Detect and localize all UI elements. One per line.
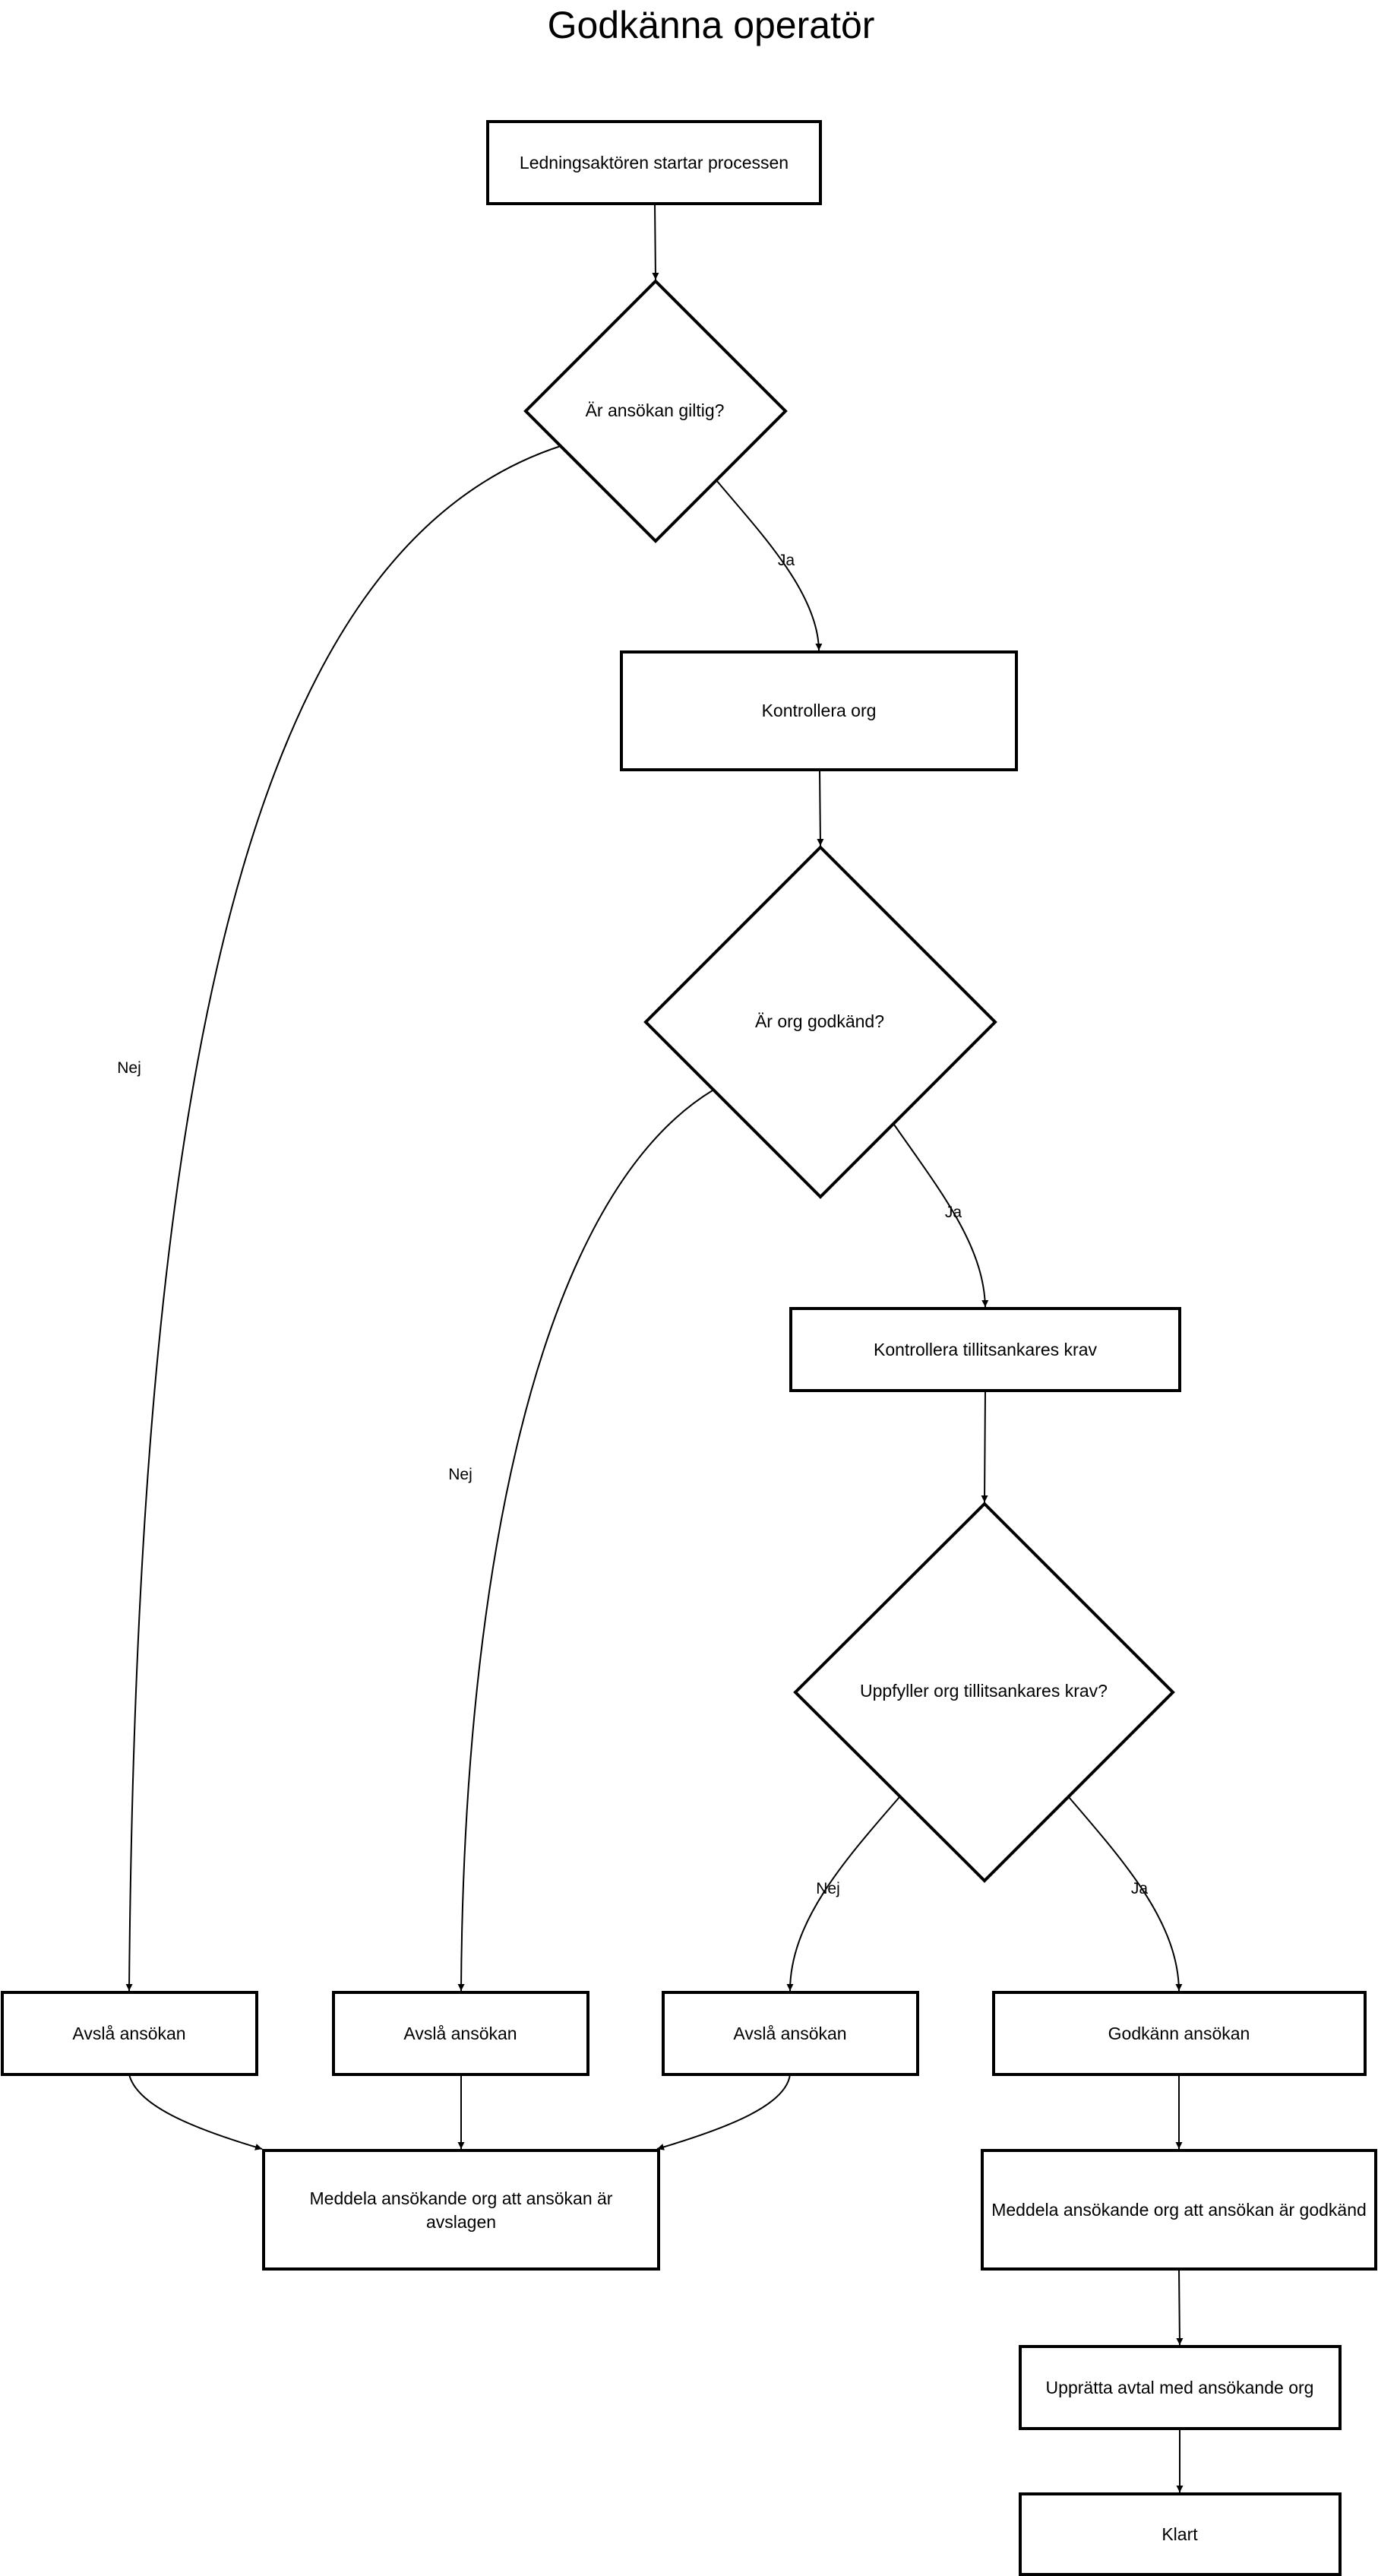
edge-d3-reject3: [786, 1796, 900, 1992]
edge-notify-contract: [1176, 2268, 1184, 2346]
node-reject-3: Avslå ansökan: [662, 1991, 919, 2076]
decision-application-valid: Är ansökan giltig?: [523, 279, 788, 543]
edge-d2-check-trust: [893, 1124, 989, 1308]
edges: [125, 203, 1184, 2492]
node-notify-rejected: Meddela ansökande org att ansökan är avs…: [262, 2149, 660, 2271]
edge-label-d1-yes: Ja: [778, 552, 795, 569]
node-done-label: Klart: [1162, 2524, 1198, 2544]
node-check-trust-requirements: Kontrollera tillitsankares krav: [789, 1307, 1181, 1392]
node-reject-2: Avslå ansökan: [332, 1991, 589, 2076]
node-notify-approved: Meddela ansökande org att ansökan är god…: [981, 2149, 1377, 2271]
edge-label-d1-no: Nej: [117, 1059, 141, 1077]
decision-trust-requirements-met-label: Uppfyller org tillitsankares krav?: [860, 1681, 1108, 1701]
node-approve-label: Godkänn ansökan: [1108, 2024, 1250, 2043]
nodes: Ledningsaktören startar processen Är ans…: [1, 120, 1377, 2576]
edge-label-d3-yes: Ja: [1131, 1880, 1149, 1897]
edge-start-d1: [652, 203, 659, 280]
node-notify-rejected-label-line2: avslagen: [426, 2212, 496, 2232]
node-notify-approved-label: Meddela ansökande org att ansökan är god…: [991, 2200, 1367, 2220]
edge-d1-check-org: [716, 479, 823, 651]
decision-org-approved-label: Är org godkänd?: [755, 1011, 884, 1031]
node-start-label: Ledningsaktören startar processen: [520, 153, 789, 172]
node-reject-3-label: Avslå ansökan: [733, 2024, 846, 2043]
edge-reject1-notify: [128, 2074, 263, 2150]
decision-application-valid-label: Är ansökan giltig?: [586, 400, 725, 420]
decision-org-approved: Är org godkänd?: [643, 845, 997, 1199]
node-reject-1-label: Avslå ansökan: [72, 2024, 185, 2043]
diagram-title: Godkänna operatör: [548, 4, 875, 46]
edge-d2-reject2: [457, 1090, 713, 1992]
edge-label-d2-yes: Ja: [945, 1204, 962, 1221]
node-contract: Upprätta avtal med ansökande org: [1019, 2345, 1342, 2430]
node-reject-2-label: Avslå ansökan: [403, 2024, 517, 2043]
edge-reject3-notify: [656, 2074, 791, 2150]
node-notify-rejected-label-line1: Meddela ansökande org att ansökan är: [310, 2188, 613, 2208]
decision-trust-requirements-met: Uppfyller org tillitsankares krav?: [793, 1502, 1175, 1883]
node-check-org: Kontrollera org: [620, 650, 1018, 771]
edge-labels: Ja Nej Ja Nej Nej Ja: [117, 552, 1148, 1897]
node-contract-label: Upprätta avtal med ansökande org: [1046, 2378, 1314, 2397]
edge-d3-approve: [1068, 1796, 1183, 1992]
edge-label-d2-no: Nej: [448, 1466, 473, 1483]
node-check-org-label: Kontrollera org: [762, 701, 877, 720]
node-approve: Godkänn ansökan: [992, 1991, 1367, 2076]
edge-label-d3-no: Nej: [816, 1880, 840, 1897]
node-done: Klart: [1019, 2492, 1342, 2576]
node-start: Ledningsaktören startar processen: [486, 120, 822, 205]
node-reject-1: Avslå ansökan: [1, 1991, 258, 2076]
edge-d1-reject1: [125, 445, 561, 1992]
node-check-trust-requirements-label: Kontrollera tillitsankares krav: [874, 1340, 1098, 1359]
